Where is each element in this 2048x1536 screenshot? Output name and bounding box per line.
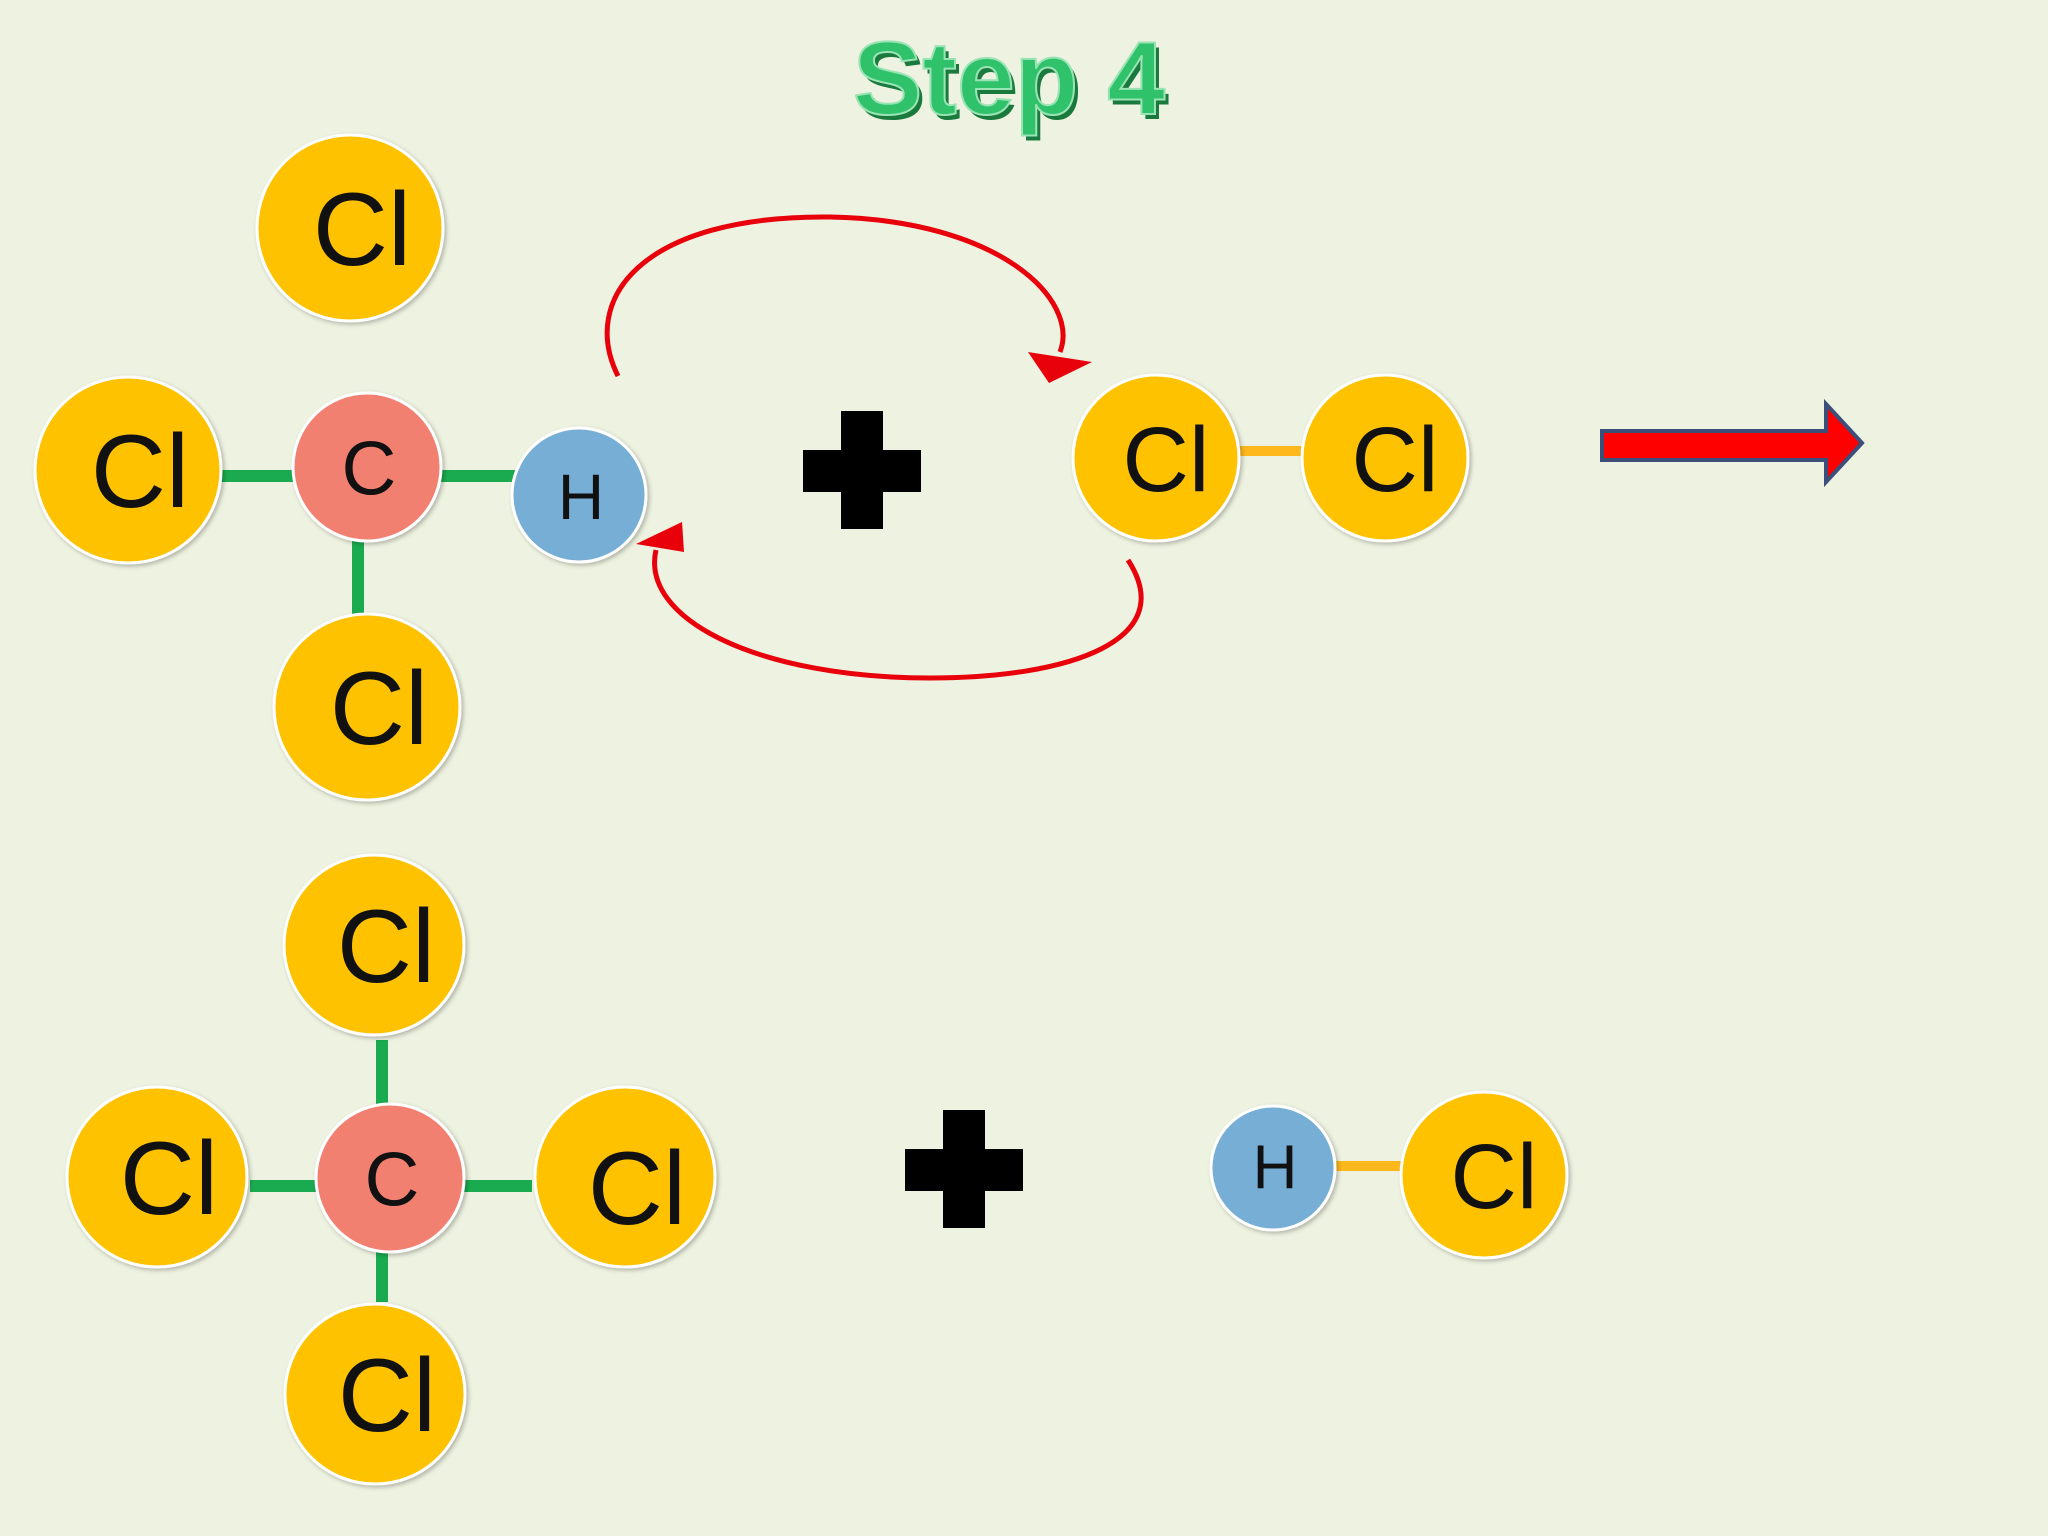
plus-icon — [905, 1110, 1023, 1228]
right-arrow-icon — [1600, 398, 1865, 488]
atom-hydrogen: H — [510, 426, 648, 564]
atom-chlorine-right: Cl — [533, 1085, 717, 1269]
svg-text:C: C — [365, 1138, 420, 1223]
svg-text:Cl: Cl — [1123, 409, 1210, 511]
atom-chlorine-b: Cl — [1300, 373, 1470, 543]
svg-text:Cl: Cl — [1352, 409, 1439, 511]
atom-chlorine: Cl — [1399, 1090, 1569, 1260]
curved-arrow-icon — [604, 214, 1092, 383]
page-title-shadow: Step 4 — [857, 26, 1169, 142]
page-title: Step 4 — [853, 21, 1165, 137]
atom-carbon: C — [291, 391, 443, 543]
atom-chlorine-top: Cl — [255, 133, 445, 323]
svg-text:H: H — [558, 461, 604, 533]
atom-chlorine-a: Cl — [1071, 373, 1241, 543]
atom-chlorine-bottom: Cl — [283, 1302, 467, 1486]
atom-chlorine-left: Cl — [65, 1085, 249, 1269]
svg-text:C: C — [342, 427, 397, 512]
svg-text:H: H — [1253, 1134, 1298, 1203]
plus-icon — [803, 411, 921, 529]
svg-text:Cl: Cl — [120, 1121, 218, 1237]
curved-arrow-icon — [636, 522, 1144, 681]
svg-text:Cl: Cl — [330, 651, 428, 767]
atom-hydrogen: H — [1209, 1104, 1337, 1232]
atom-carbon: C — [314, 1102, 466, 1254]
atom-chlorine-bottom: Cl — [272, 612, 462, 802]
svg-text:Cl: Cl — [338, 1338, 436, 1454]
atom-chlorine-left: Cl — [33, 375, 223, 565]
svg-text:Cl: Cl — [1451, 1126, 1538, 1228]
svg-text:Cl: Cl — [337, 889, 435, 1005]
svg-text:Cl: Cl — [588, 1131, 686, 1247]
svg-text:Cl: Cl — [313, 172, 411, 288]
atom-chlorine-top: Cl — [282, 853, 466, 1037]
svg-text:Cl: Cl — [91, 414, 189, 530]
